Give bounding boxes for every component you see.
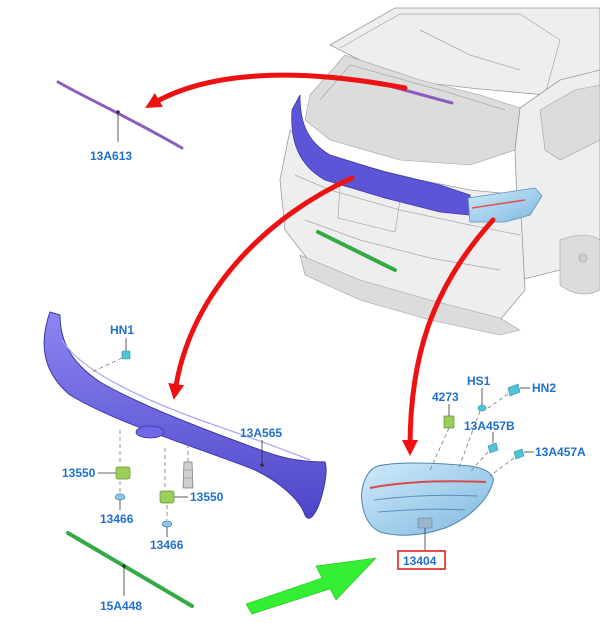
nut-13a457a (489, 448, 534, 477)
callout-13a457b: 13A457B (464, 419, 515, 433)
callout-13466-left: 13466 (100, 512, 134, 526)
screw-hs1 (457, 388, 487, 471)
nut-hn2 (487, 383, 530, 409)
push-pin-fastener (182, 444, 194, 489)
roof-trim-strip (56, 80, 184, 150)
callout-13a613: 13A613 (90, 149, 132, 163)
callout-4273: 4273 (432, 390, 459, 404)
callout-13a565: 13A565 (240, 426, 282, 440)
callout-13550-left: 13550 (62, 466, 96, 480)
callout-13404-highlight-box (397, 550, 446, 570)
callout-15a448: 15A448 (100, 599, 142, 613)
pad-clip-hn1 (91, 338, 131, 373)
callout-hn1: HN1 (110, 323, 134, 337)
screw-13466-left (114, 481, 126, 510)
nut-13a457b (469, 432, 499, 473)
vehicle-rear-view (279, 7, 600, 336)
callout-13a457a: 13A457A (535, 445, 586, 459)
clip-13550-left (98, 430, 131, 480)
clip-13550-right (159, 448, 188, 504)
bulb-socket-4273 (429, 404, 455, 471)
green-arrow (245, 557, 377, 615)
callout-hs1: HS1 (467, 374, 491, 388)
callout-13550-right: 13550 (190, 490, 224, 504)
liftgate-spoiler (43, 311, 327, 519)
red-arrow-left (168, 175, 355, 400)
screw-13466-right (161, 505, 173, 537)
red-arrow-top (145, 72, 408, 109)
red-arrow-right (402, 217, 496, 456)
callout-13404: 13404 (403, 554, 437, 568)
tail-lamp-assembly (361, 462, 494, 550)
callout-hn2: HN2 (532, 381, 556, 395)
callout-13466-right: 13466 (150, 538, 184, 552)
green-molding (66, 531, 194, 608)
